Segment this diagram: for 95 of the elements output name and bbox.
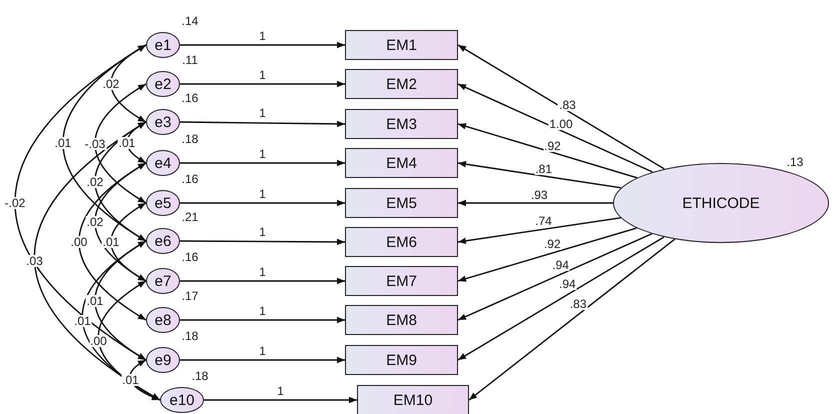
variance-label: .18 (182, 132, 198, 146)
covariance-arrow (110, 202, 146, 282)
variance-label: .18 (182, 329, 198, 343)
edge-label: .02 (102, 78, 120, 90)
observed-variable-box: EM8 (345, 305, 458, 335)
variance-label: .16 (182, 91, 198, 105)
path-arrow (180, 80, 345, 88)
observed-variable-box: EM7 (345, 266, 458, 296)
edge-label: .01 (118, 136, 136, 148)
edge-label: 1 (258, 345, 267, 357)
variance-label: .21 (182, 210, 198, 224)
observed-variable-box: EM2 (345, 69, 458, 99)
covariance-arrow (94, 121, 146, 242)
covariance-arrow (14, 44, 146, 361)
edge-label: .01 (86, 294, 104, 306)
edge-label: .94 (558, 278, 577, 290)
edge-label: .81 (534, 162, 554, 175)
path-arrow (180, 278, 345, 284)
edge-label: 1 (258, 188, 267, 200)
path-arrow (180, 238, 345, 246)
edge-label: .00 (89, 334, 108, 346)
edge-label: .93 (530, 189, 549, 201)
path-arrow (180, 356, 345, 364)
latent-variable-ellipse: e10 (160, 387, 204, 413)
observed-variable-box: EM9 (345, 345, 458, 375)
variance-label: .16 (182, 172, 198, 186)
path-arrow (458, 200, 613, 206)
variance-label: .18 (192, 369, 208, 383)
edge-label: 1 (258, 226, 267, 238)
covariance-arrow (129, 359, 160, 401)
latent-variable-ellipse: e7 (146, 268, 180, 294)
path-arrow (458, 44, 665, 170)
edge-label: -.02 (4, 196, 26, 208)
path-arrow (458, 123, 638, 178)
path-arrow (204, 396, 357, 404)
observed-variable-box: EM1 (345, 30, 458, 60)
variance-label: .17 (182, 289, 198, 303)
edge-label: .92 (542, 238, 562, 250)
edge-label: 1.00 (548, 118, 574, 130)
observed-variable-box: EM6 (345, 227, 458, 257)
path-arrow (458, 217, 621, 244)
edge-label: 1 (258, 30, 267, 42)
path-arrow (468, 238, 676, 401)
observed-variable-box: EM3 (345, 109, 458, 139)
path-arrow (458, 83, 653, 173)
covariance-arrow (98, 280, 160, 401)
edge-label: .74 (534, 214, 553, 227)
edge-label: .83 (558, 99, 577, 112)
observed-variable-box: EM10 (357, 385, 469, 414)
edge-label: 1 (276, 385, 285, 397)
latent-variable-ellipse: e3 (146, 109, 180, 135)
covariance-arrow (94, 240, 146, 361)
covariance-arrow (62, 44, 146, 242)
edge-label: .01 (121, 374, 140, 386)
latent-variable-ellipse: e1 (146, 32, 180, 58)
latent-variable-ellipse: e5 (146, 190, 180, 216)
latent-variable-ellipse: e9 (146, 347, 180, 373)
path-arrow (180, 316, 345, 324)
covariance-arrow (78, 162, 146, 321)
edge-label: -.03 (84, 138, 106, 150)
path-arrow (458, 227, 637, 282)
edge-label: 1 (258, 148, 267, 160)
path-arrow (458, 233, 652, 321)
edge-label: 1 (258, 107, 267, 119)
path-arrow (180, 200, 345, 206)
edge-label: .01 (73, 314, 92, 326)
observed-variable-box: EM4 (345, 148, 458, 178)
path-arrow (458, 236, 664, 361)
covariance-arrow (126, 121, 146, 164)
edge-label: .03 (25, 255, 44, 267)
edge-label: .02 (86, 216, 104, 228)
variance-label: .11 (182, 53, 198, 67)
edge-label: 1 (258, 69, 267, 81)
covariance-arrow (110, 44, 146, 123)
variance-label: .14 (182, 14, 198, 28)
edge-label: .92 (543, 140, 562, 152)
latent-variable-ellipse: e8 (146, 307, 180, 333)
latent-variable-ellipse: e4 (146, 150, 180, 176)
latent-variable-ellipse: e2 (146, 71, 180, 97)
latent-variable-ellipse: e6 (146, 228, 180, 254)
edge-label: .94 (551, 258, 570, 271)
edge-label: 1 (258, 266, 267, 278)
edge-label: .01 (54, 137, 72, 149)
path-arrow (180, 120, 345, 128)
variance-label: .16 (182, 250, 198, 264)
edge-label: .83 (568, 298, 588, 310)
edge-label: .01 (102, 236, 120, 248)
path-arrow (458, 161, 622, 188)
covariance-arrow (94, 83, 146, 204)
edge-label: 1 (258, 305, 267, 317)
observed-variable-box: EM5 (345, 188, 458, 218)
edge-label: .02 (86, 176, 104, 188)
path-arrow (180, 42, 345, 48)
edge-label: .00 (70, 236, 88, 248)
path-arrow (180, 160, 345, 166)
